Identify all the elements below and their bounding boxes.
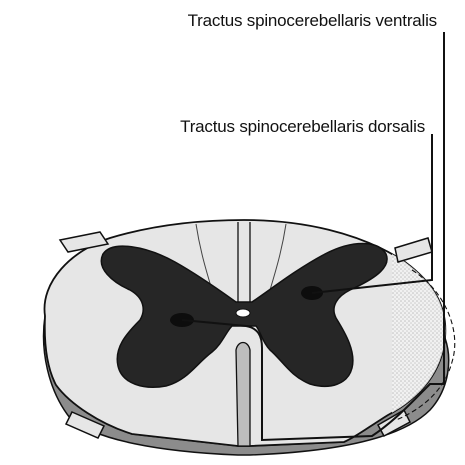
- label-tractus-spinocerebellaris-ventralis: Tractus spinocerebellaris ventralis: [188, 11, 437, 31]
- anterior-median-fissure: [236, 343, 250, 447]
- central-canal: [236, 309, 250, 317]
- dorsal-root-right: [395, 238, 432, 262]
- label-tractus-spinocerebellaris-dorsalis: Tractus spinocerebellaris dorsalis: [180, 117, 425, 137]
